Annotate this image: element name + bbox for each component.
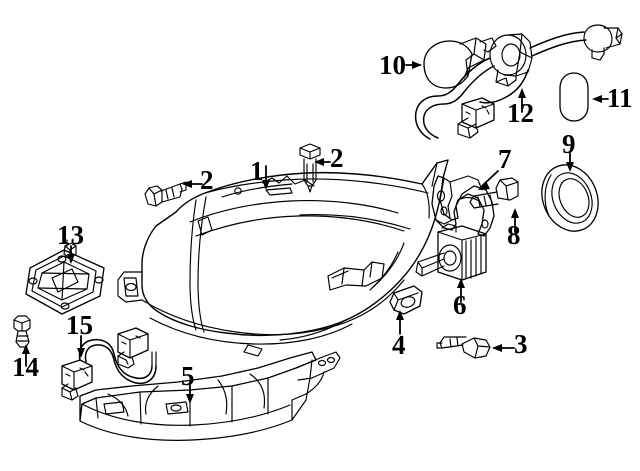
- part-headlamp-assembly: [117, 159, 449, 357]
- callout-leader-lines: [22, 61, 609, 404]
- callout-14: 14: [12, 352, 39, 382]
- part-hid-bulb-igniter: [415, 223, 487, 281]
- callout-15: 15: [66, 310, 93, 340]
- callout-7: 7: [498, 144, 512, 174]
- callout-8: 8: [507, 220, 521, 250]
- part-bulb: [423, 37, 497, 89]
- callout-1: 1: [250, 156, 264, 186]
- part-mounting-bracket: [431, 175, 495, 237]
- part-bulb-cap: [559, 72, 589, 122]
- callout-2-side: 2: [200, 165, 214, 195]
- part-wiring-harness: [414, 24, 623, 140]
- callout-5: 5: [181, 361, 195, 391]
- callout-9: 9: [562, 129, 576, 159]
- part-bolt-upper: [299, 143, 321, 193]
- callout-6: 6: [453, 290, 467, 320]
- part-lower-bracket-panel: [79, 351, 341, 441]
- callout-11: 11: [607, 83, 633, 113]
- part-screw: [469, 177, 519, 209]
- callout-4: 4: [392, 330, 406, 360]
- callout-13: 13: [57, 220, 84, 250]
- part-hid-ballast-control-module: [25, 238, 105, 315]
- part-seal-ring: [541, 164, 599, 232]
- callout-10: 10: [379, 50, 406, 80]
- part-retainer-clip: [389, 285, 423, 315]
- callout-3: 3: [514, 329, 528, 359]
- part-bolt-side: [144, 181, 187, 207]
- callout-2-upper: 2: [330, 143, 344, 173]
- part-ballast-screw: [13, 315, 31, 348]
- callout-12: 12: [507, 98, 534, 128]
- part-bolt-lower: [436, 336, 491, 359]
